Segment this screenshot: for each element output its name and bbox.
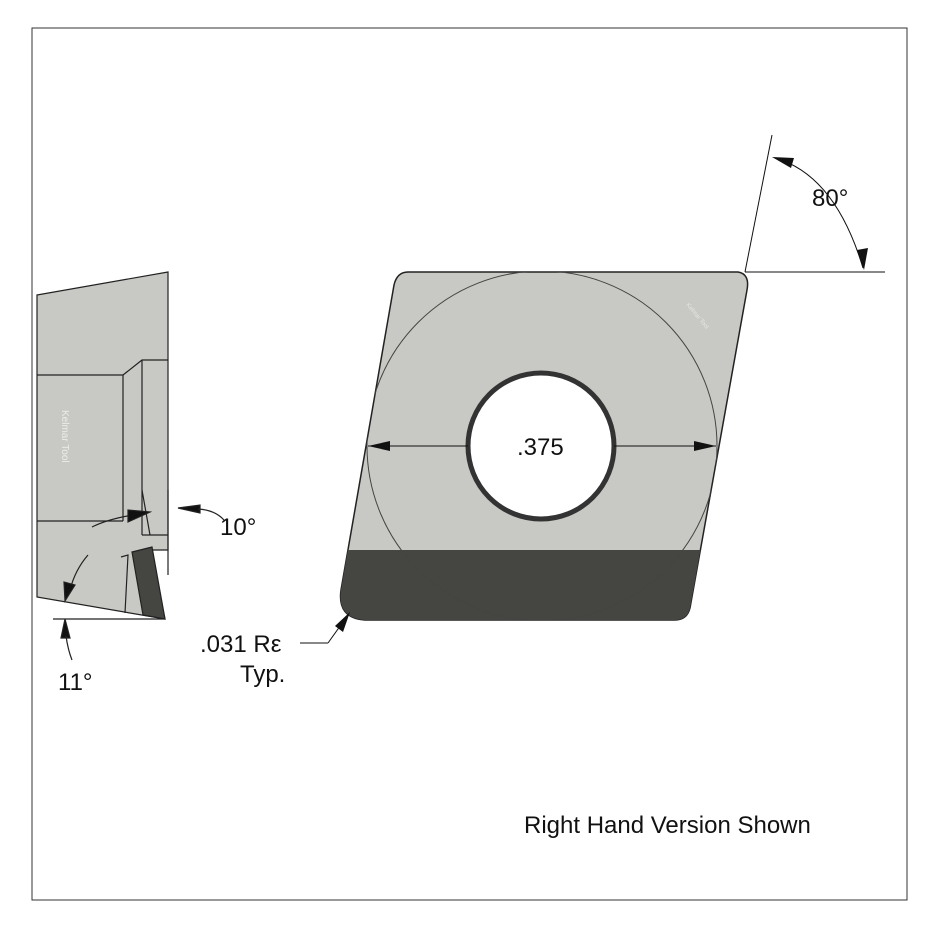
arrowhead — [60, 618, 71, 639]
angle-10-label: 10° — [220, 514, 256, 541]
angle-10-leader — [197, 508, 225, 521]
footnote: Right Hand Version Shown — [524, 812, 811, 839]
corner-radius-note: Typ. — [240, 661, 285, 688]
side-view-step — [37, 359, 168, 376]
inscribed-circle — [366, 272, 718, 620]
dim-extension-line — [744, 134, 773, 273]
angle-80-label: 80° — [812, 185, 848, 212]
arrowhead — [857, 248, 868, 270]
arrowhead — [335, 612, 350, 632]
watermark-side: Kelmar Tool — [59, 410, 70, 463]
arrowhead — [177, 504, 201, 514]
drawing-border — [31, 27, 908, 901]
arrowhead — [127, 509, 153, 523]
cutting-edge-band — [340, 550, 748, 620]
side-view-line — [120, 554, 129, 614]
arrowhead — [772, 157, 794, 168]
arrowhead — [368, 441, 390, 451]
hole-diameter-label: .375 — [517, 434, 564, 461]
angle-11-leader — [65, 635, 73, 661]
angle-80-arc — [774, 157, 864, 269]
angle-11-label: 11° — [58, 669, 93, 696]
arrowhead — [694, 441, 716, 451]
side-view — [36, 271, 225, 661]
arrowhead — [63, 581, 76, 603]
corner-radius-label: .031 Rε — [200, 631, 282, 658]
top-view: Kelmar Tool — [300, 134, 885, 644]
